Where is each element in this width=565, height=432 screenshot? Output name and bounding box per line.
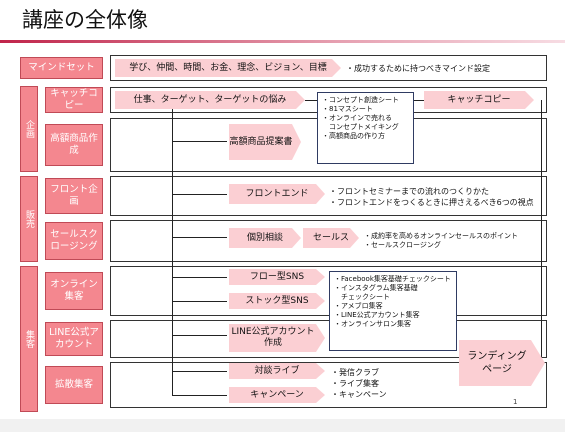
connector-stock-sns [172, 301, 227, 302]
concept-item: ・81マスシート [322, 105, 373, 113]
spread-note: ・ライブ集客 [331, 379, 379, 388]
sns-item: ・Facebook集客基礎チェックシート [334, 275, 451, 283]
connector-flow-sns [172, 277, 227, 278]
campaign-arrow: キャンペーン [229, 387, 325, 403]
connector-premium [172, 141, 227, 142]
connector-catch-list [305, 100, 317, 101]
connector-sales [172, 237, 227, 238]
connector-vertical-left [172, 106, 173, 396]
sns-item: ・オンラインサロン集客 [334, 320, 411, 328]
spread-note: ・発信クラブ [331, 368, 379, 377]
connector-front [172, 194, 227, 195]
line-arrow: LINE公式アカウント作成 [229, 324, 325, 352]
sns-item: ・LINE公式アカウント集客 [334, 311, 420, 319]
catch-arrow: 仕事、ターゲット、ターゲットの悩み [115, 91, 305, 109]
cat-catch: キャッチコピー [45, 87, 103, 113]
connector-vertical-right [541, 100, 542, 358]
front-note: ・フロントセミナーまでの流れのつくりかた [329, 187, 489, 196]
concept-item: ・コンセプト創造シート [322, 96, 399, 104]
sns-item: ・インスタグラム集客基礎 [334, 284, 418, 292]
concept-list: ・コンセプト創造シート ・81マスシート ・オンラインで売れる コンセプトメイキ… [317, 92, 414, 164]
spread-note: ・キャンペーン [331, 390, 387, 399]
front-arrow: フロントエンド [229, 184, 325, 204]
mindset-label: マインドセット [20, 57, 103, 79]
stock-sns-arrow: ストック型SNS [229, 293, 325, 309]
cat-premium: 高額商品作成 [45, 124, 103, 166]
sales-arrow: セールス [303, 228, 359, 248]
consult-arrow: 個別相談 [229, 228, 301, 248]
catch-copy-arrow: キャッチコピー [424, 91, 534, 109]
slide: 講座の全体像 マインドセット 学び、仲間、時間、お金、理念、ビジョン、目標 ・成… [0, 0, 565, 419]
online-row [110, 266, 547, 316]
cat-front: フロント企画 [45, 178, 103, 214]
landing-page-arrow: ランディングページ [459, 340, 545, 386]
sales-note: ・セールスクロージング [364, 241, 441, 249]
page-title: 講座の全体像 [22, 8, 148, 32]
premium-arrow: 高額商品提案書 [229, 124, 301, 160]
cat-spread: 拡散集客 [45, 366, 103, 404]
connector-live [172, 371, 227, 372]
group-hanbai: 販売 [20, 176, 38, 262]
page-number: 1 [513, 398, 518, 406]
connector-campaign [172, 395, 227, 396]
group-kikaku: 企画 [20, 86, 38, 172]
title-underline [0, 40, 565, 43]
front-row [110, 176, 547, 216]
concept-item: コンセプトメイキング [322, 123, 399, 131]
mindset-note: ・成功するために持つべきマインド設定 [346, 64, 490, 73]
group-shukaku: 集客 [20, 266, 38, 412]
concept-item: ・高額商品の作り方 [322, 132, 385, 140]
sns-item: チェックシート [334, 293, 390, 301]
flow-sns-arrow: フロー型SNS [229, 269, 325, 285]
sns-list: ・Facebook集客基礎チェックシート ・インスタグラム集客基礎 チェックシー… [329, 271, 457, 351]
mindset-arrow: 学び、仲間、時間、お金、理念、ビジョン、目標 [115, 59, 341, 77]
concept-item: ・オンラインで売れる [322, 114, 392, 122]
cat-online: オンライン集客 [45, 272, 103, 310]
live-arrow: 対談ライブ [229, 363, 325, 379]
front-note: ・フロントエンドをつくるときに押さえるべき6つの視点 [329, 198, 534, 207]
sns-item: ・アメブロ集客 [334, 302, 383, 310]
connector-line [172, 335, 227, 336]
cat-sales: セールスクロージング [45, 222, 103, 260]
sales-note: ・成約率を高めるオンラインセールスのポイント [364, 232, 518, 240]
cat-line: LINE公式アカウント [45, 322, 103, 356]
connector-list-catch [414, 100, 424, 101]
